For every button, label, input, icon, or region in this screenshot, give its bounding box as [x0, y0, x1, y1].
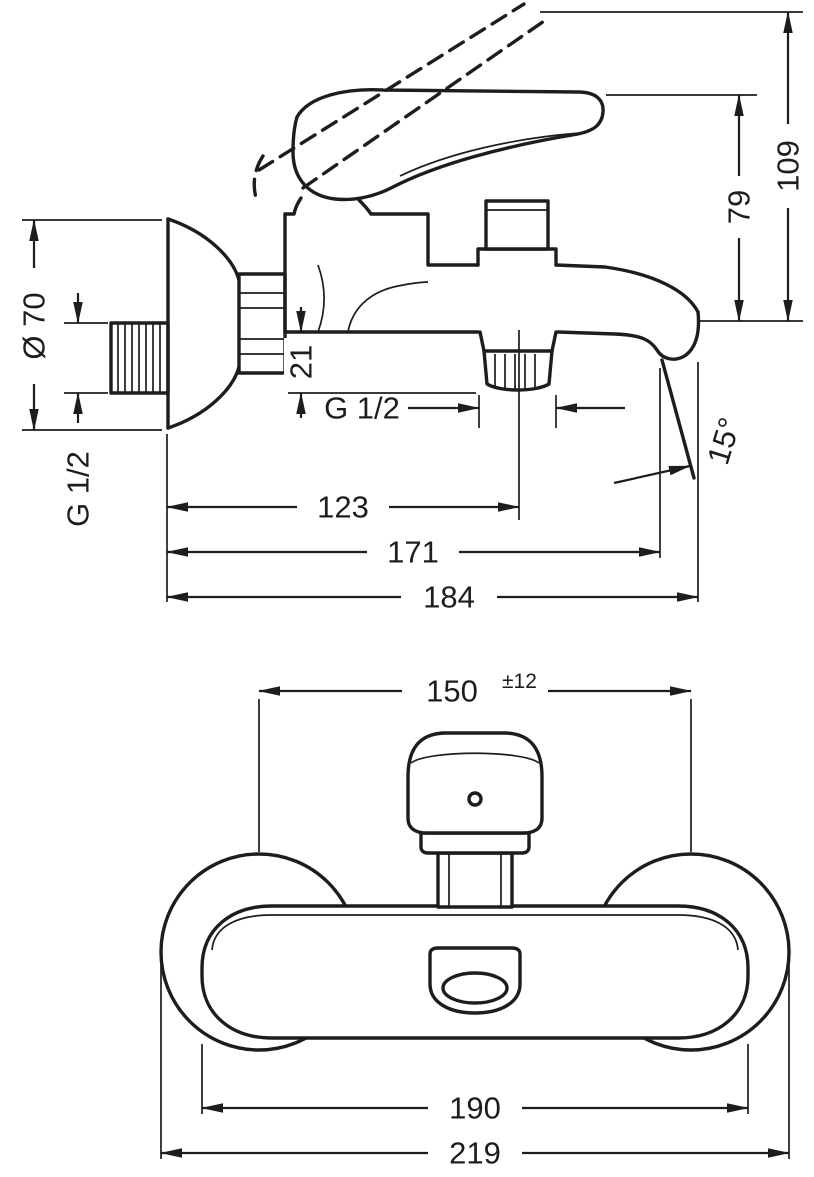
dim-escutcheon-diameter: Ø 70	[16, 219, 162, 431]
dim-overall-width-label: 219	[449, 1136, 501, 1171]
spout-top	[554, 263, 700, 314]
dim-wall-thread-label: G 1/2	[61, 451, 96, 527]
body-left-bottom	[283, 212, 480, 334]
dim-escutcheon-diameter-label: Ø 70	[17, 292, 52, 359]
side-view: 109 79 Ø 70 G 1/2	[16, 2, 806, 617]
dim-outlet-drop-label: 21	[284, 345, 319, 379]
body-top-left	[283, 212, 480, 267]
union-nut	[237, 272, 287, 375]
lever-inner-line	[399, 132, 581, 177]
cartridge-flange	[419, 831, 531, 855]
diverter-knob	[476, 199, 558, 267]
mixer-body	[283, 212, 701, 361]
dim-total-projection-label: 184	[423, 580, 475, 615]
bottom-outlet	[478, 330, 558, 520]
angle-reference-line	[660, 358, 696, 480]
dim-body-width-label: 190	[449, 1091, 501, 1126]
dim-wall-to-spout-edge: 171	[166, 368, 661, 572]
dim-overall-width: 219	[160, 960, 790, 1173]
wall-connection	[109, 217, 287, 430]
dim-total-height-label: 109	[771, 140, 806, 192]
dim-handle-height: 79	[606, 94, 757, 322]
dim-total-height: 109	[540, 11, 806, 322]
lever-handle	[291, 88, 605, 216]
handle-base	[292, 196, 373, 216]
waterway-line	[347, 281, 429, 333]
escutcheon-cone	[166, 217, 241, 430]
waterway-line	[317, 264, 325, 333]
dim-centers-tolerance-label: ±12	[502, 670, 537, 693]
dim-wall-to-outlet: 123	[166, 434, 520, 602]
handle-shank	[436, 851, 514, 909]
dim-centers-distance-label: 150	[426, 674, 478, 709]
knurling	[494, 354, 536, 390]
dim-outlet-thread: G 1/2	[324, 391, 625, 428]
dim-body-width: 190	[201, 1044, 749, 1128]
dim-wall-to-spout-edge-label: 171	[387, 535, 439, 570]
aerator	[428, 946, 522, 1015]
dim-total-projection: 184	[166, 362, 699, 617]
lever-outline	[291, 88, 605, 202]
thread-hatching	[117, 323, 161, 393]
handle-raised-position-dashed	[252, 2, 549, 200]
set-screw-hole	[467, 791, 483, 807]
dim-spout-angle-label: 15°	[700, 413, 747, 468]
dim-spout-angle: 15°	[613, 358, 748, 485]
diverter-flange	[476, 247, 558, 267]
dim-wall-thread: G 1/2	[61, 293, 108, 527]
dim-outlet-drop: 21	[284, 307, 476, 418]
diverter-body	[484, 199, 550, 251]
front-view: 150 ±12	[159, 670, 791, 1173]
spout-lip	[556, 310, 701, 361]
cartridge-cap	[406, 731, 544, 835]
dim-wall-to-outlet-label: 123	[317, 490, 369, 525]
dim-centers-distance: 150 ±12	[258, 670, 692, 852]
dim-outlet-thread-label: G 1/2	[324, 391, 400, 426]
dim-handle-height-label: 79	[722, 190, 757, 224]
